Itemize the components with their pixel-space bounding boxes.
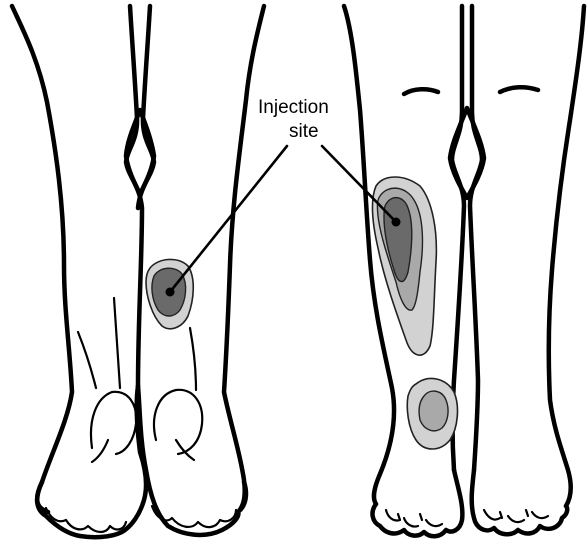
callout-label-line1: Injection [258, 97, 329, 118]
left-leg-outer-outline [12, 6, 72, 512]
right-pair-right-outer-outline [549, 6, 584, 506]
kneecap-right [500, 87, 538, 92]
left-ankle-tendon [78, 298, 120, 462]
callout-label-line2: site [289, 121, 319, 142]
right-leg-outer-outline [224, 6, 264, 512]
left-foot-heel [91, 392, 136, 454]
left-legs-pair [12, 6, 264, 537]
pointer-dot-right [392, 218, 401, 227]
right-pair-right-toes [484, 510, 548, 522]
right-pair-left-toes [386, 510, 442, 527]
right-pair-right-inner-outline [470, 6, 482, 470]
right-legs-pair [344, 6, 584, 536]
right-pair-right-foot-outline [472, 470, 568, 534]
injection-lesion-shin-large [372, 177, 436, 355]
pointer-dot-left [166, 288, 175, 297]
kneecap-left [404, 89, 438, 94]
lesion-core [419, 391, 448, 431]
injection-lesion-ankle-small [407, 378, 457, 449]
